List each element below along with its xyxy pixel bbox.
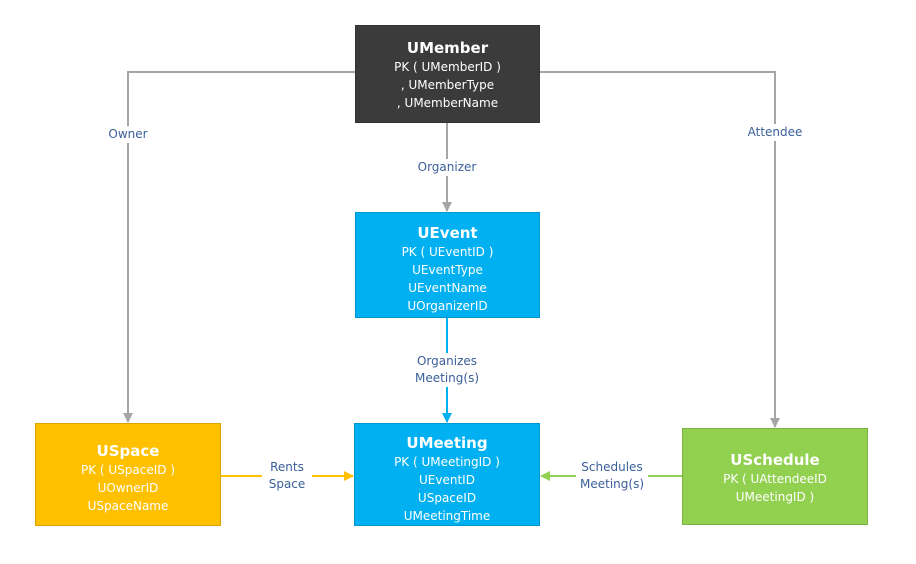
umeeting-field: PK ( UMeetingID ) [394, 455, 500, 469]
uspace-entity: USpace PK ( USpaceID ) UOwnerID USpaceNa… [35, 423, 221, 526]
organizer-label: Organizer [414, 159, 480, 176]
organizes-label: Organizes Meeting(s) [409, 353, 485, 387]
uspace-field: UOwnerID [97, 481, 159, 495]
uspace-title: USpace [96, 442, 160, 460]
uevent-entity: UEvent PK ( UEventID ) UEventType UEvent… [355, 212, 540, 318]
schedules-label: Schedules Meeting(s) [576, 459, 648, 493]
umember-entity: UMember PK ( UMemberID ) , UMemberType ,… [355, 25, 540, 123]
attendee-label: Attendee [742, 124, 808, 141]
umember-field: , UMemberName [396, 96, 499, 110]
owner-label: Owner [104, 126, 152, 143]
umeeting-title: UMeeting [406, 434, 488, 452]
umeeting-entity: UMeeting PK ( UMeetingID ) UEventID USpa… [354, 423, 540, 526]
uevent-field: UOrganizerID [407, 299, 488, 313]
umember-title: UMember [406, 39, 489, 57]
uspace-field: USpaceName [87, 499, 169, 513]
uschedule-field: UMeetingID ) [735, 490, 815, 504]
uspace-field: PK ( USpaceID ) [80, 463, 176, 477]
uevent-field: UEventType [412, 263, 483, 277]
uschedule-entity: USchedule PK ( UAttendeeID UMeetingID ) [682, 428, 868, 525]
umeeting-field: USpaceID [417, 491, 477, 505]
uevent-field: PK ( UEventID ) [401, 245, 494, 259]
umeeting-field: UMeetingTime [403, 509, 491, 523]
uschedule-field: PK ( UAttendeeID [723, 472, 827, 486]
uevent-title: UEvent [417, 224, 478, 242]
umeeting-field: UEventID [419, 473, 475, 487]
attendee-arrow [540, 71, 780, 428]
umember-field: PK ( UMemberID ) [394, 60, 501, 74]
uevent-field: UEventName [408, 281, 487, 295]
rents-label: Rents Space [262, 459, 312, 493]
umember-field: , UMemberType [400, 78, 495, 92]
owner-arrow [123, 71, 355, 423]
uschedule-title: USchedule [730, 451, 820, 469]
